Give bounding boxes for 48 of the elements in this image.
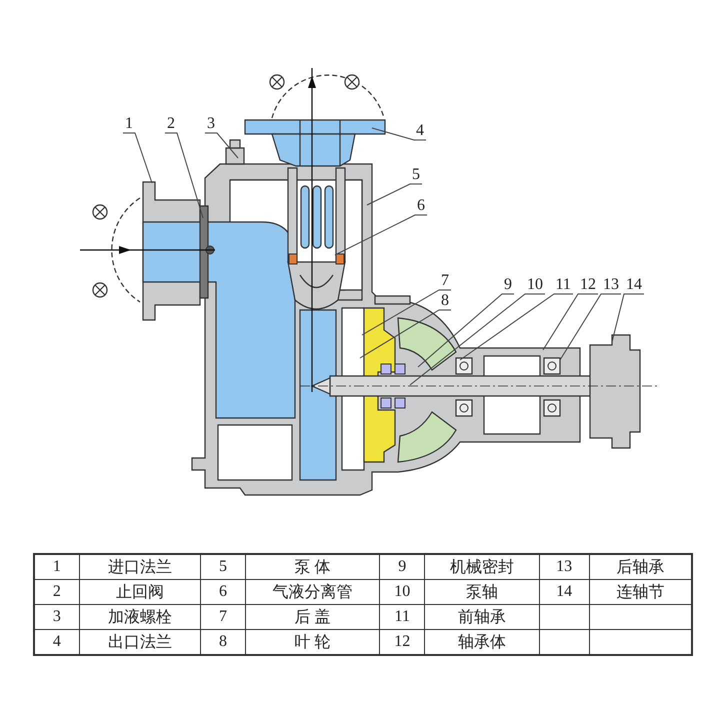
part-number: 5 — [200, 554, 246, 580]
part-number: 3 — [34, 604, 80, 630]
callout-number: 10 — [525, 276, 545, 294]
leader-line — [164, 132, 204, 218]
part-name: 加液螺栓 — [79, 604, 201, 630]
callout-number: 4 — [414, 122, 426, 140]
part-name: 气液分离管 — [245, 580, 380, 604]
leader-line — [372, 128, 426, 140]
part-name: 泵轴 — [424, 580, 540, 604]
part-name: 后 盖 — [245, 604, 380, 630]
leader-line — [410, 294, 546, 386]
leader-line — [360, 310, 452, 358]
part-number: 13 — [539, 554, 590, 580]
leader-line — [366, 184, 422, 206]
callout-number: 7 — [439, 272, 451, 290]
part-number: 11 — [380, 604, 425, 630]
callout-number: 1 — [123, 115, 135, 133]
callout-number: 14 — [624, 276, 644, 294]
part-name: 进口法兰 — [79, 554, 201, 580]
callout-number: 5 — [410, 166, 422, 184]
part-number: 2 — [34, 580, 80, 604]
part-number: 10 — [380, 580, 425, 604]
part-number: 1 — [34, 554, 80, 580]
part-number: 6 — [200, 580, 246, 604]
part-number: 7 — [200, 604, 246, 630]
callout-number: 11 — [554, 276, 573, 294]
callout-number: 13 — [601, 276, 621, 294]
part-number: 14 — [539, 580, 590, 604]
leader-line — [560, 294, 622, 360]
leader-line — [334, 214, 428, 256]
callout-number: 3 — [205, 115, 217, 133]
leader-line — [418, 294, 514, 368]
part-name: 止回阀 — [79, 580, 201, 604]
callout-number: 2 — [165, 115, 177, 133]
part-name: 机械密封 — [424, 554, 540, 580]
part-name: 前轴承 — [424, 604, 540, 630]
leader-line — [612, 294, 644, 342]
leader-line — [362, 290, 452, 336]
callout-number: 12 — [578, 276, 598, 294]
part-name: 泵 体 — [245, 554, 380, 580]
callout-number: 9 — [502, 276, 514, 294]
leader-line — [204, 132, 238, 158]
leader-line — [122, 132, 152, 184]
callout-number: 6 — [415, 197, 427, 215]
callout-number: 8 — [439, 292, 451, 310]
part-number: 9 — [380, 554, 425, 580]
leader-line — [542, 294, 598, 350]
leader-line — [460, 294, 574, 360]
